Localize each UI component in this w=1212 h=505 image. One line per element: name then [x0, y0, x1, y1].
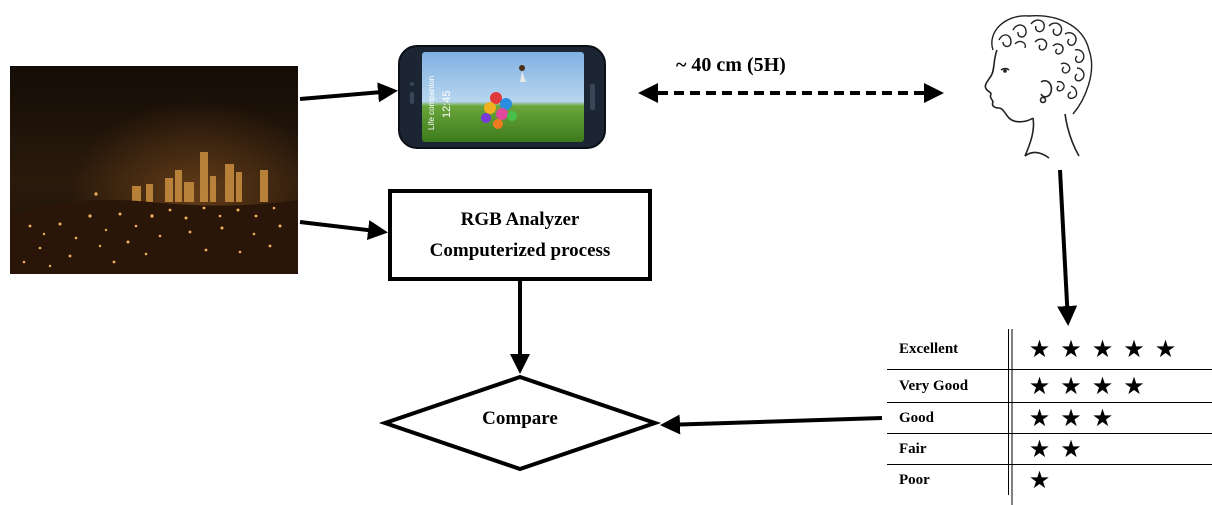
- rating-stars: ★★★★: [1007, 369, 1212, 403]
- rating-stars: ★★★★★: [1007, 329, 1212, 370]
- rating-scale-table: Excellent ★★★★★ Very Good ★★★★ Good ★★★ …: [887, 329, 1212, 495]
- rating-label: Very Good: [887, 369, 1009, 403]
- phone-screen-caption: Life companion: [427, 76, 436, 130]
- viewing-distance-label: ~ 40 cm (5H): [676, 54, 786, 76]
- analyzer-subtitle: Computerized process: [429, 240, 611, 261]
- arrow-face-to-rating: [1057, 169, 1078, 326]
- rating-stars: ★: [1007, 464, 1212, 495]
- rating-label: Good: [887, 402, 1009, 434]
- compare-label: Compare: [482, 408, 558, 429]
- phone-screen-time: 12:45: [441, 90, 453, 118]
- rating-row-very-good: Very Good ★★★★: [887, 369, 1212, 403]
- rating-stars: ★★★: [1007, 402, 1212, 434]
- rating-label: Excellent: [887, 329, 1009, 370]
- phone-home-button: [590, 84, 595, 110]
- arrow-photo-to-analyzer: [299, 220, 388, 241]
- rating-row-fair: Fair ★★: [887, 433, 1212, 465]
- rating-label: Fair: [887, 433, 1009, 465]
- compare-diamond: [378, 374, 662, 472]
- viewer-face-sketch: [975, 10, 1100, 160]
- arrow-rating-to-compare: [660, 414, 883, 435]
- rating-stars: ★★: [1007, 433, 1212, 465]
- rating-row-excellent: Excellent ★★★★★: [887, 329, 1212, 370]
- rating-row-good: Good ★★★: [887, 402, 1212, 434]
- arrow-photo-to-phone: [299, 82, 398, 103]
- rating-row-poor: Poor ★: [887, 464, 1212, 495]
- rating-label: Poor: [887, 464, 1009, 495]
- night-city-photo: [10, 66, 298, 274]
- smartphone: Life companion 12:45: [398, 44, 606, 150]
- rgb-analyzer-box: RGB Analyzer Computerized process: [388, 189, 652, 281]
- analyzer-title: RGB Analyzer: [460, 209, 580, 230]
